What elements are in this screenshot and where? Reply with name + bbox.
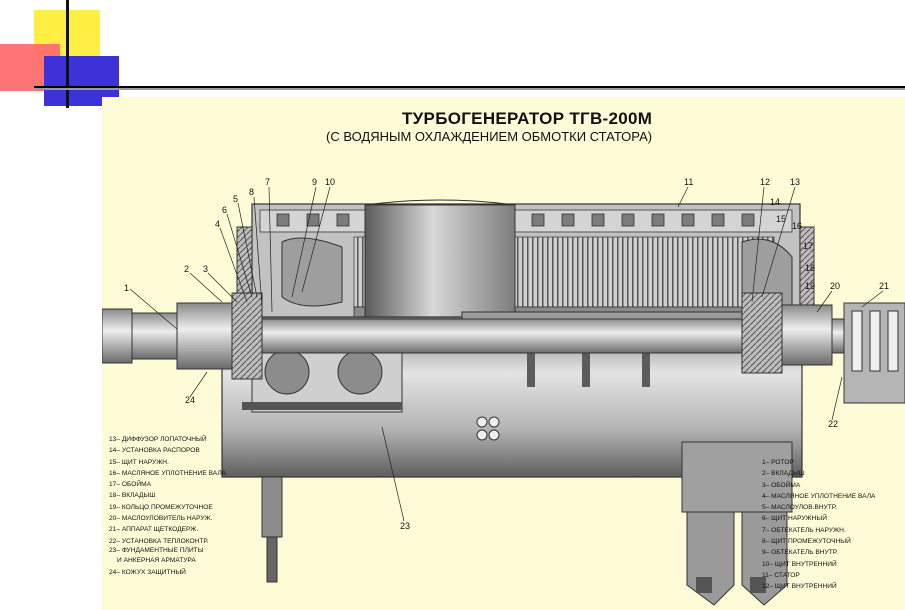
legend-item: 4– масляное уплотнение вала: [762, 492, 876, 500]
callout-1: 1: [124, 283, 129, 293]
callout-2: 2: [184, 264, 189, 274]
legend-item: 18– вкладыш: [109, 492, 156, 500]
legend-item: 20– маслоуловитель наруж.: [109, 515, 213, 523]
callout-5: 5: [233, 194, 238, 204]
callout-13: 13: [790, 177, 800, 187]
legend-item: 17– обойма: [109, 481, 151, 489]
legend-item: 19– кольцо промежуточное: [109, 503, 213, 511]
legend-item: 16– масляное уплотнение вала: [109, 469, 227, 477]
legend-item: 10– щит внутренний: [762, 560, 837, 568]
legend-left: 13– диффузор лопаточный 14– установка ра…: [109, 434, 226, 578]
callout-leaders: [129, 186, 884, 522]
legend-item: 24– кожух защитный: [109, 568, 186, 576]
legend-item: 6– щит наружный: [762, 515, 827, 523]
turbogenerator-cutaway-drawing: 1 2 3 4 5 6 7 8 9 10 11 12 13 14 15 16 1…: [102, 177, 905, 606]
legend-item: 13– диффузор лопаточный: [109, 436, 207, 443]
callout-21: 21: [879, 281, 889, 291]
legend-item: 15– щит наружн.: [109, 458, 169, 466]
callout-15: 15: [776, 214, 786, 224]
callout-6: 6: [222, 205, 227, 215]
legend-item: 7– обтекатель наружн.: [762, 526, 846, 534]
legend-item: 22– установка теплоконтр.: [109, 537, 209, 545]
callout-19: 19: [805, 281, 815, 291]
decor-vertical-line: [66, 0, 69, 108]
callout-20: 20: [830, 281, 840, 291]
legend-item: 8– щит промежуточный: [762, 538, 851, 546]
legend-item: 3– обойма: [762, 481, 801, 489]
legend-item: 1– ротор: [762, 459, 794, 466]
callout-16: 16: [792, 221, 802, 231]
legend-right: 1– ротор 2– вкладыш 3– обойма 4– масляно…: [762, 457, 875, 593]
diagram-subtitle: (С ВОДЯНЫМ ОХЛАЖДЕНИЕМ ОБМОТКИ СТАТОРА): [326, 129, 653, 144]
callout-labels: 1 2 3 4 5 6 7 8 9 10 11 12 13 14 15 16 1…: [124, 177, 889, 531]
callout-24: 24: [185, 395, 195, 405]
callout-18: 18: [805, 263, 815, 273]
callout-11: 11: [684, 177, 693, 187]
diagram-panel: ТУРБОГЕНЕРАТОР ТГВ-200М (С ВОДЯНЫМ ОХЛАЖ…: [102, 97, 905, 610]
legend-item: 2– вкладыш: [762, 470, 805, 478]
diagram-title: ТУРБОГЕНЕРАТОР ТГВ-200М: [402, 109, 653, 128]
legend-item: 9– обтекатель внутр.: [762, 549, 838, 557]
legend-item: 11– статор: [762, 571, 800, 579]
legend-item: 5– маслоулов.внутр.: [762, 504, 837, 512]
callout-17: 17: [803, 241, 813, 251]
callout-23: 23: [400, 521, 410, 531]
callout-3: 3: [203, 264, 208, 274]
callout-12: 12: [760, 177, 770, 187]
callout-7: 7: [265, 177, 270, 187]
callout-10: 10: [325, 177, 335, 187]
legend-item: 21– аппарат щеткодерж.: [109, 526, 199, 534]
decor-horizontal-rule: [34, 86, 905, 88]
bearing-left: [176, 302, 233, 370]
callout-14: 14: [770, 197, 780, 207]
legend-item: и анкерная арматура: [117, 556, 196, 564]
bearing-right: [741, 292, 783, 374]
callout-4: 4: [215, 219, 220, 229]
callout-9: 9: [312, 177, 317, 187]
legend-item: 14– установка распоров: [109, 447, 200, 455]
callout-22: 22: [828, 419, 838, 429]
legend-item: 12– щит внутренний: [762, 583, 837, 591]
legend-item: 23– фундаментные плиты: [109, 546, 204, 554]
callout-8: 8: [249, 187, 254, 197]
decor-horizontal-rule-shadow: [34, 88, 905, 90]
